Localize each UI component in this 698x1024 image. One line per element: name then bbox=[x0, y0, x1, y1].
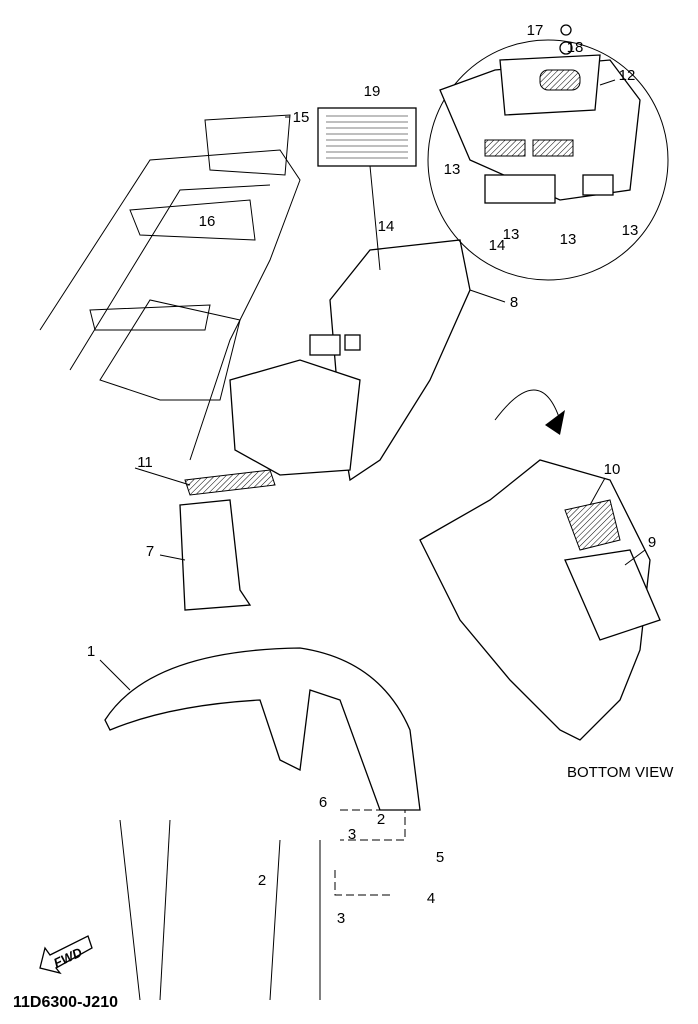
callout-19: 19 bbox=[364, 83, 381, 100]
fwd-arrow-icon: FWD bbox=[39, 935, 93, 975]
callout-14: 14 bbox=[489, 237, 506, 254]
reflector-and-flap bbox=[179, 469, 276, 611]
callout-5: 5 bbox=[436, 849, 444, 866]
callout-13: 13 bbox=[622, 222, 639, 239]
callout-18: 18 bbox=[567, 39, 584, 56]
callout-16: 16 bbox=[199, 213, 216, 230]
rear-fender bbox=[229, 239, 471, 482]
diagram-code: 11D6300-J210 bbox=[13, 994, 118, 1011]
front-fender bbox=[104, 647, 421, 1001]
callout-17: 17 bbox=[527, 22, 544, 39]
callout-8: 8 bbox=[510, 294, 518, 311]
callout-2: 2 bbox=[377, 811, 385, 828]
callout-10: 10 bbox=[604, 461, 621, 478]
callout-1: 1 bbox=[87, 643, 95, 660]
rear-frame bbox=[39, 114, 301, 461]
detail-inset bbox=[427, 24, 669, 281]
bottom-view-label: BOTTOM VIEW bbox=[567, 764, 674, 781]
callout-3: 3 bbox=[337, 910, 345, 927]
callout-11: 11 bbox=[137, 454, 153, 471]
callout-13: 13 bbox=[560, 231, 577, 248]
callout-15: 15 bbox=[293, 109, 310, 126]
callout-14: 14 bbox=[378, 218, 395, 235]
warning-label bbox=[317, 107, 417, 271]
callout-7: 7 bbox=[146, 543, 154, 560]
callout-3: 3 bbox=[348, 826, 356, 843]
callout-12: 12 bbox=[619, 67, 636, 84]
bottom-view-fender bbox=[419, 389, 661, 741]
callout-13: 13 bbox=[444, 161, 461, 178]
callout-numbers: 15 16 19 17 18 12 13 13 13 13 13 14 14 8… bbox=[87, 22, 656, 927]
callout-9: 9 bbox=[648, 534, 656, 551]
callout-13: 13 bbox=[503, 226, 520, 243]
callout-2: 2 bbox=[258, 872, 266, 889]
leader-lines bbox=[99, 79, 646, 691]
callout-6: 6 bbox=[319, 794, 327, 811]
callout-4: 4 bbox=[427, 890, 435, 907]
